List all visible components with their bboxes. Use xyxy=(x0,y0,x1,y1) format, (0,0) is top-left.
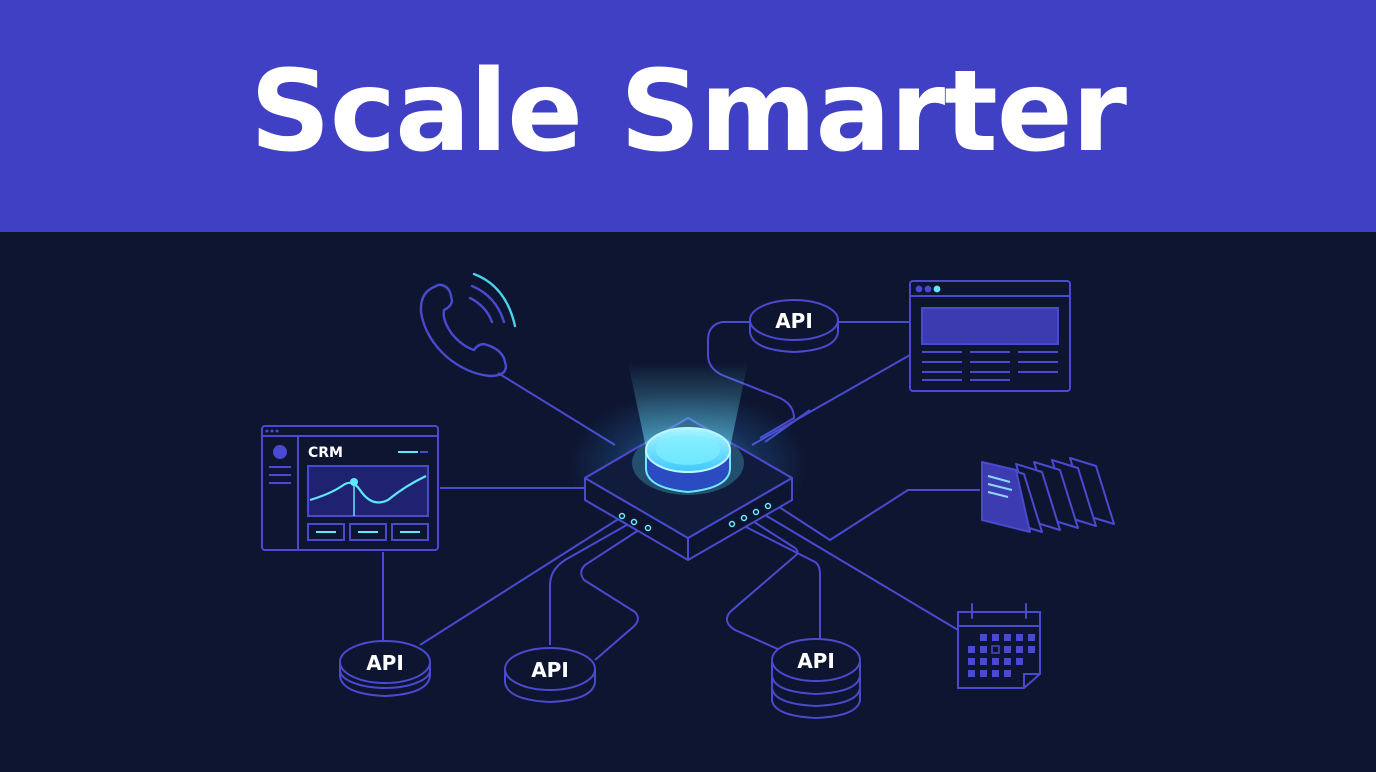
api-label-bottom-middle: API xyxy=(531,658,569,682)
api-node-bottom-left: API xyxy=(339,640,431,698)
api-label-bottom-left: API xyxy=(366,651,404,675)
line-hub-docs xyxy=(775,489,980,542)
hub-device-icon xyxy=(568,362,808,561)
crm-dashboard-icon: CRM xyxy=(261,425,439,551)
api-label-bottom-right: API xyxy=(797,649,835,673)
document-stack-icon xyxy=(981,457,1115,533)
api-label-top: API xyxy=(775,309,813,333)
page-title: Scale Smarter xyxy=(250,47,1127,177)
header-banner: Scale Smarter xyxy=(0,0,1376,232)
line-hub-api-middle xyxy=(549,521,633,645)
calendar-icon xyxy=(957,603,1041,689)
api-node-top: API xyxy=(749,299,839,354)
database-icon: API xyxy=(771,638,861,720)
line-hub-calendar xyxy=(759,511,959,631)
crm-label: CRM xyxy=(308,445,343,461)
line-hub-api-right-b xyxy=(725,517,799,651)
line-hub-api-right xyxy=(735,521,821,640)
phone-icon xyxy=(419,272,517,378)
api-node-bottom-middle: API xyxy=(504,647,596,704)
browser-window-icon xyxy=(909,280,1071,392)
line-hub-api-middle-b xyxy=(580,525,646,661)
line-hub-api-left xyxy=(419,517,621,646)
integration-diagram: CRM xyxy=(0,232,1376,768)
